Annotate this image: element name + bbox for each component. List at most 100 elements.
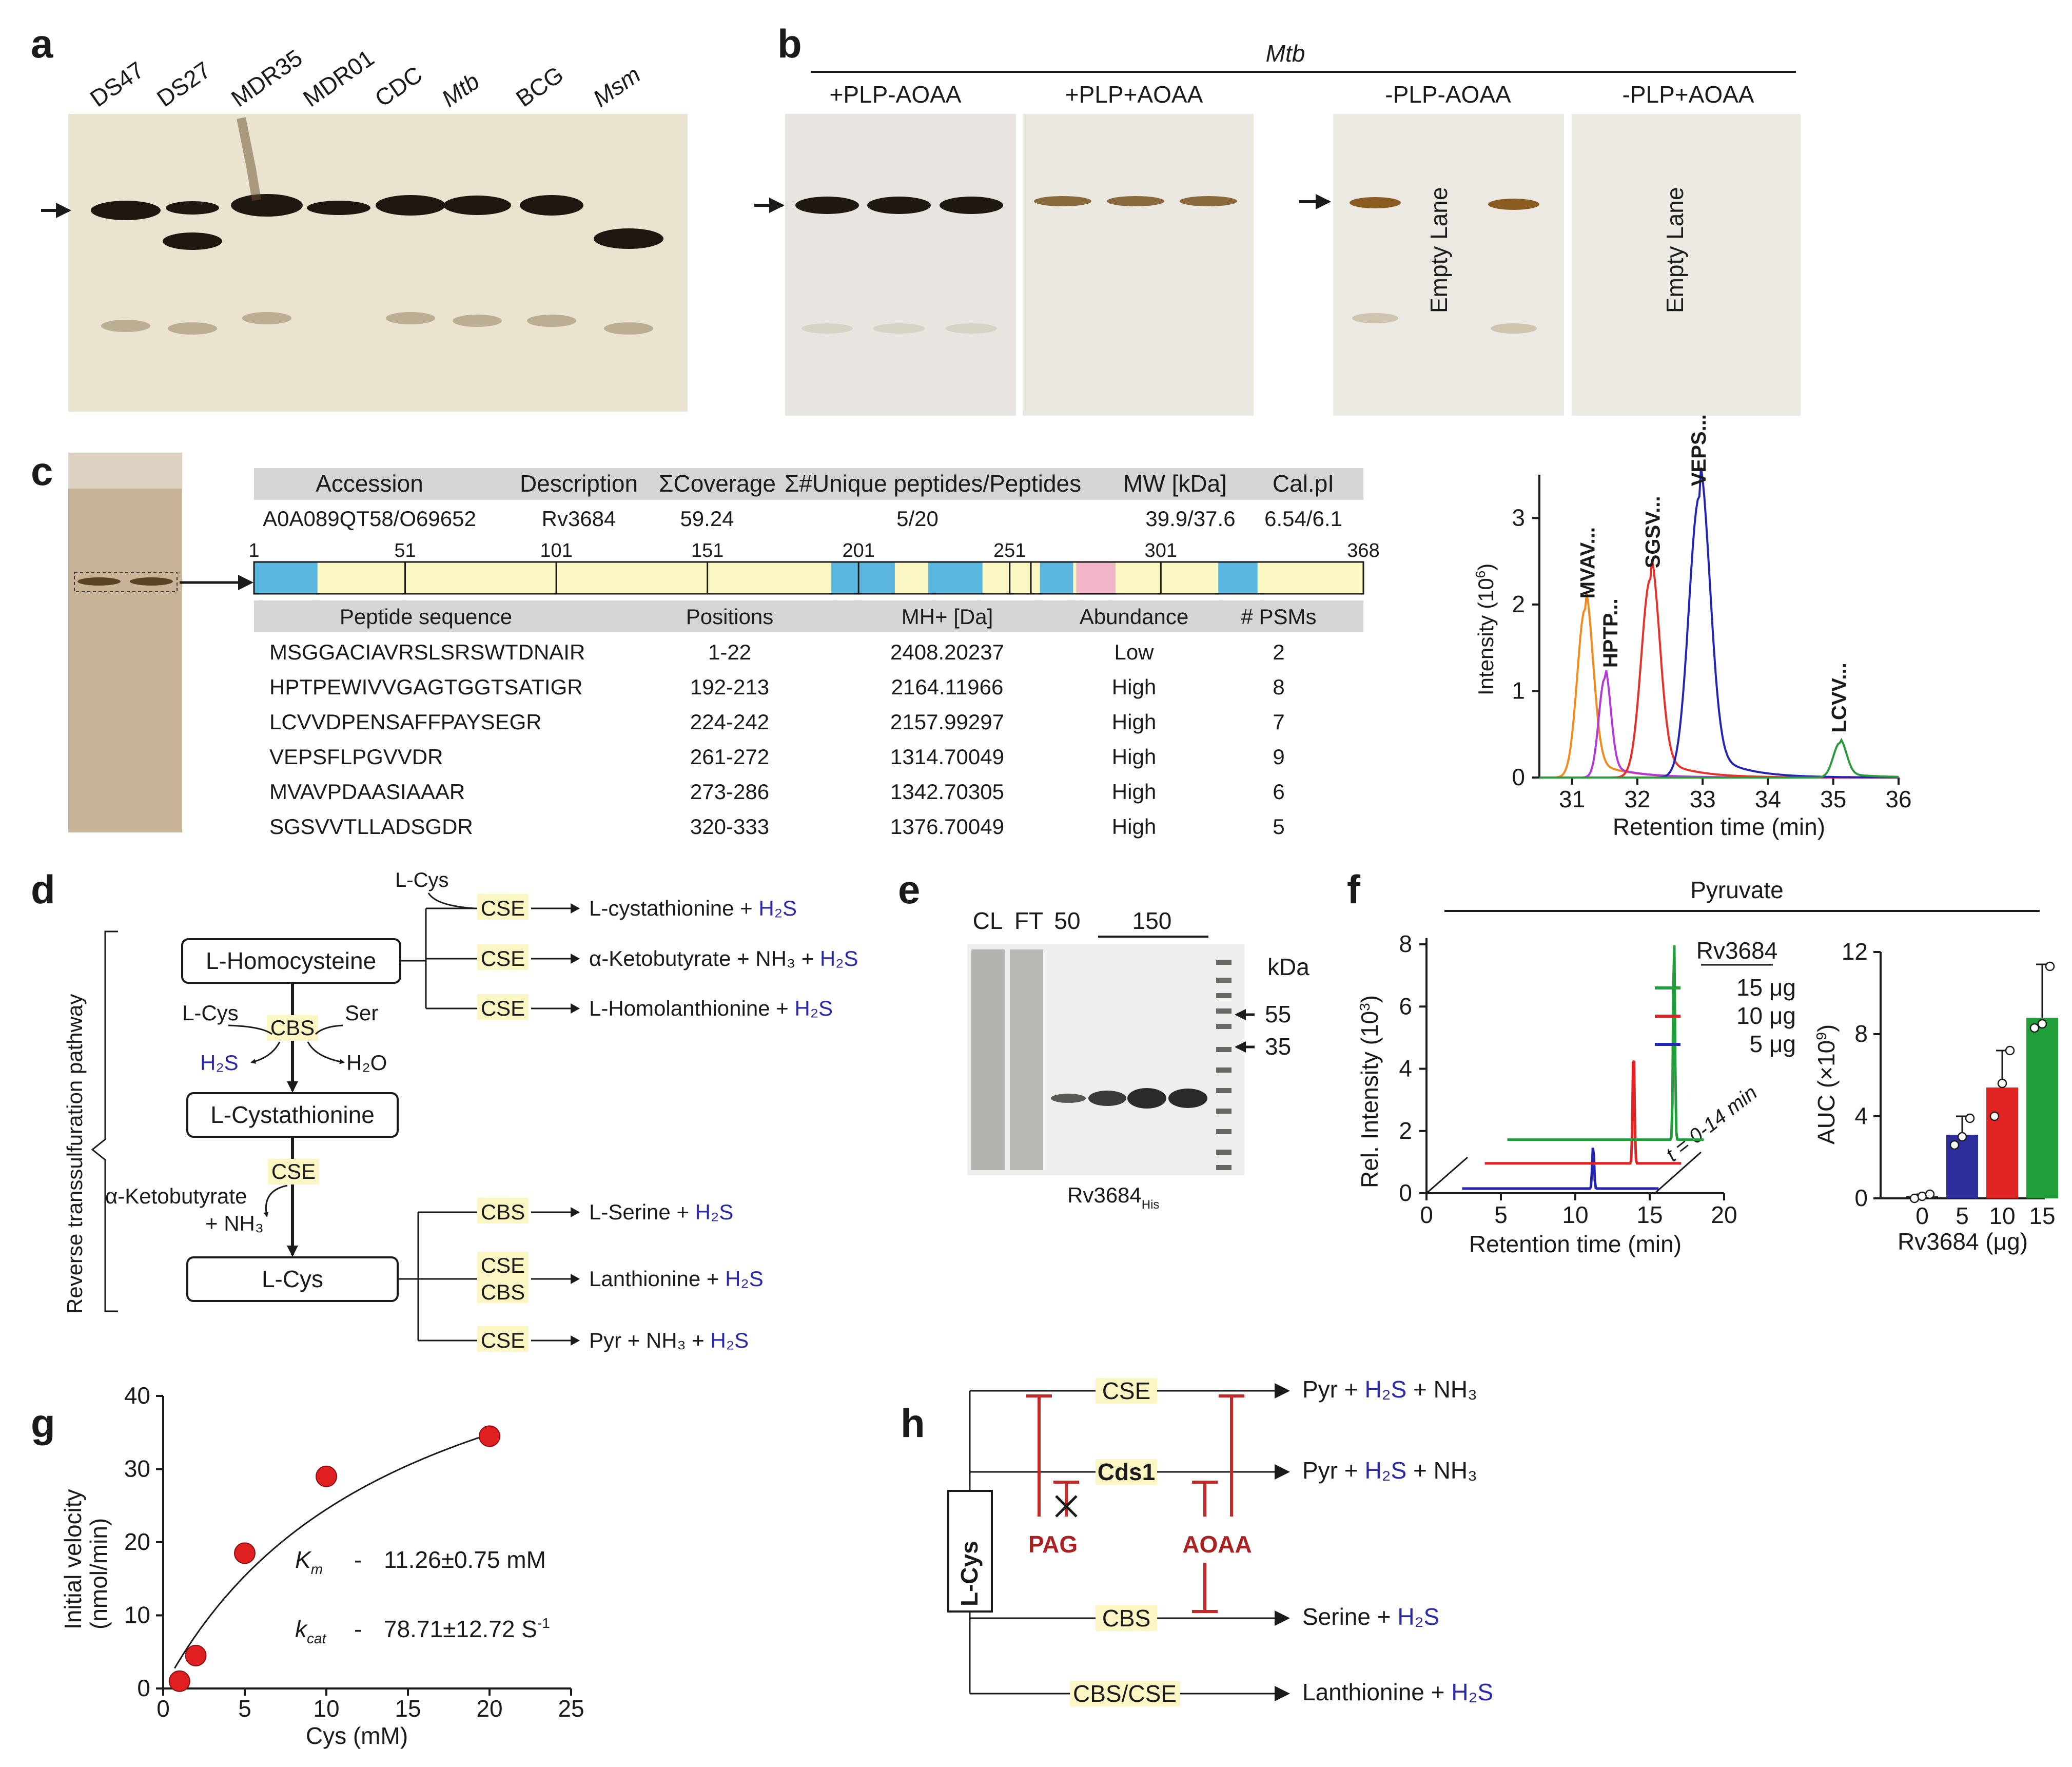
protein-header-1: Description bbox=[520, 470, 638, 497]
ladder-band-11 bbox=[1216, 1165, 1232, 1170]
g-xtick-label-2: 10 bbox=[313, 1695, 339, 1722]
marker-35: 35 bbox=[1265, 1033, 1291, 1060]
d-branch-1-enzyme-label-0: CSE bbox=[481, 896, 525, 920]
panel-f-title: Pyruvate bbox=[1690, 877, 1784, 903]
ladder-band-4 bbox=[1216, 1024, 1232, 1029]
band-main-0 bbox=[91, 201, 161, 220]
gel-a-lane-3: MDR01 bbox=[298, 44, 379, 112]
bar-point-0-2 bbox=[1925, 1189, 1935, 1199]
panel-b-label: b bbox=[777, 21, 802, 66]
d-branch-4-arrowhead-icon bbox=[571, 1207, 580, 1217]
d-branch-5-enzyme-label-1: CBS bbox=[481, 1280, 525, 1304]
peptide-row-4-col-2: 1342.70305 bbox=[890, 780, 1004, 804]
d-branch-6-product: Pyr + NH₃ + H₂S bbox=[589, 1328, 749, 1352]
chrom-c-ytick-label-2: 2 bbox=[1512, 591, 1525, 617]
g-xtick-label-4: 20 bbox=[476, 1695, 502, 1722]
gel-e-bands bbox=[971, 949, 1207, 1170]
g-xtick-label-5: 25 bbox=[558, 1695, 584, 1722]
chrom-c-peak-label-0: MVAV... bbox=[1576, 527, 1599, 598]
peptide-row-2-col-1: 224-242 bbox=[690, 710, 769, 734]
h-substrate-box bbox=[947, 1490, 993, 1613]
panel-f-label: f bbox=[1347, 867, 1361, 912]
gel-e-ladder bbox=[1216, 960, 1232, 1170]
gel-a-lane-7: Msm bbox=[588, 61, 645, 112]
g-xlabel: Cys (mM) bbox=[306, 1722, 408, 1749]
peptide-table-header bbox=[254, 600, 1363, 632]
band-faint-5 bbox=[527, 315, 576, 327]
band-faint-3 bbox=[386, 312, 435, 324]
ladder-band-3 bbox=[1216, 1008, 1232, 1014]
peptide-row-3-col-4: 9 bbox=[1273, 745, 1284, 769]
band-faint-2 bbox=[242, 312, 291, 324]
g-ytick-label-1: 10 bbox=[124, 1602, 150, 1628]
d-branch-1-enzyme bbox=[477, 894, 529, 920]
d-branch-2-enzyme-label-0: CSE bbox=[481, 946, 525, 970]
gel-a-smear bbox=[237, 117, 261, 201]
cbs-step-enzyme bbox=[267, 1015, 318, 1041]
band-faint-0 bbox=[101, 320, 150, 332]
svg-text:L-Homocysteine: L-Homocysteine bbox=[206, 947, 376, 974]
peptide-header-1: Positions bbox=[686, 605, 773, 629]
band-main-3 bbox=[307, 201, 370, 215]
kda-label: kDa bbox=[1267, 954, 1309, 980]
peptide-row-3-col-0: VEPSFLPGVVDR bbox=[269, 745, 443, 769]
d-branch-4-enzyme bbox=[477, 1198, 529, 1224]
h-product-3: Serine + H₂S bbox=[1302, 1603, 1439, 1630]
gel-b4 bbox=[1572, 114, 1801, 416]
g-point-1 bbox=[185, 1644, 207, 1666]
gel-a-lane-4: CDC bbox=[370, 61, 427, 112]
h-inhibition-lines bbox=[1026, 1394, 1244, 1613]
peptide-header-2: MH+ [Da] bbox=[902, 605, 993, 629]
ladder-band-6 bbox=[1216, 1067, 1232, 1073]
protein-cell-1: Rv3684 bbox=[542, 507, 616, 531]
g-fit-curve bbox=[174, 1432, 493, 1669]
peptide-row-4-col-1: 273-286 bbox=[690, 780, 769, 804]
f-xlabel: Retention time (min) bbox=[1469, 1231, 1682, 1257]
g-km-label: Km bbox=[295, 1546, 323, 1577]
h-enzyme-cbs-cse bbox=[1070, 1681, 1180, 1706]
g-point-0 bbox=[168, 1670, 190, 1692]
f-ytick-label-3: 6 bbox=[1399, 993, 1412, 1019]
bar-point-3-0 bbox=[2029, 1023, 2040, 1033]
d-branch-6-arrowhead-icon bbox=[571, 1335, 580, 1346]
chrom-c-xtick-label-3: 34 bbox=[1755, 786, 1781, 812]
ladder-band-2 bbox=[1216, 993, 1232, 998]
chrom-c-xtick-label-0: 31 bbox=[1559, 786, 1585, 812]
svg-text:Ser: Ser bbox=[345, 1001, 378, 1025]
bar-xtick-label-0: 0 bbox=[1915, 1202, 1929, 1229]
peptide-header-4: # PSMs bbox=[1241, 605, 1316, 629]
coverage-tick-0: 1 bbox=[248, 540, 259, 561]
protein-header-4: MW [kDa] bbox=[1123, 470, 1227, 497]
f-ytick-label-0: 0 bbox=[1399, 1179, 1412, 1206]
coverage-tick-7: 368 bbox=[1347, 540, 1379, 561]
ladder-band-0 bbox=[1216, 960, 1232, 965]
gel-a bbox=[68, 114, 688, 412]
d-branch-2-arrowhead-icon bbox=[571, 954, 580, 964]
g-ylabel-2: (nmol/min) bbox=[85, 1518, 112, 1629]
d-branch-3-enzyme bbox=[477, 994, 529, 1020]
g-point-4 bbox=[479, 1425, 500, 1447]
panel-d: d Reverse transsulfuration pathway L-Hom… bbox=[31, 867, 858, 1352]
gel-b2 bbox=[1023, 114, 1254, 416]
lane-cl: CL bbox=[973, 907, 1003, 934]
f-ylabel: Rel. Intensity (103) bbox=[1356, 995, 1383, 1188]
panel-h: h L-Cys CSE Cds1 CBS CBS/CSE PAG AOAA Py… bbox=[901, 1376, 1493, 1707]
gel-a-lane-1: DS27 bbox=[152, 56, 216, 112]
svg-text:CSE: CSE bbox=[271, 1159, 316, 1183]
svg-text:H₂O: H₂O bbox=[346, 1051, 387, 1075]
coverage-tick-2: 101 bbox=[540, 540, 572, 561]
marker-55: 55 bbox=[1265, 1001, 1291, 1027]
g-ylabel-1: Initial velocity bbox=[60, 1489, 86, 1629]
g-point-3 bbox=[316, 1465, 337, 1487]
chrom-c-xtick-label-4: 35 bbox=[1820, 786, 1846, 812]
f-depth-axis-left bbox=[1426, 1156, 1468, 1194]
d-branch-4-enzyme-label-0: CBS bbox=[481, 1200, 525, 1224]
panel-e: e CL FT 50 150 kDa 55 35 Rv3684His bbox=[898, 867, 1309, 1212]
coverage-tick-1: 51 bbox=[394, 540, 416, 561]
ladder-band-8 bbox=[1216, 1109, 1232, 1114]
g-ytick-label-2: 20 bbox=[124, 1528, 150, 1555]
gel-a-lane-0: DS47 bbox=[85, 56, 149, 112]
